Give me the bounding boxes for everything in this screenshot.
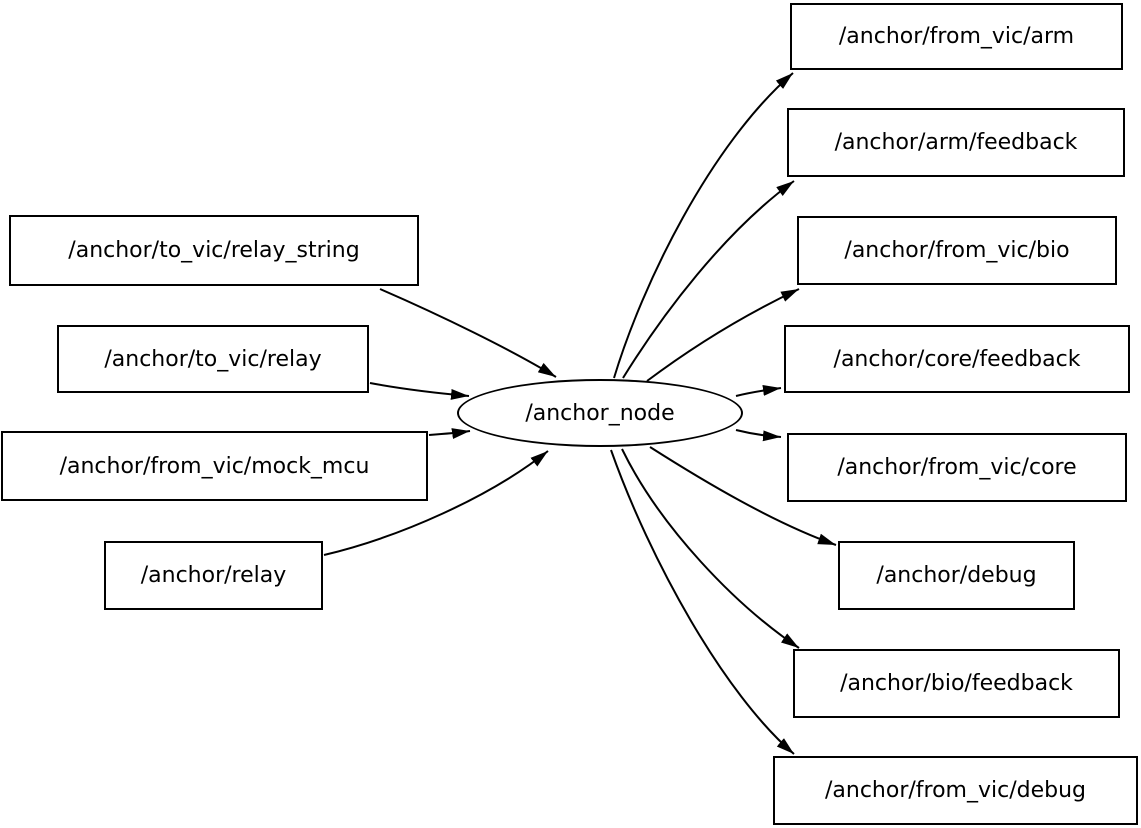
topic-anchor-core-feedback: /anchor/core/feedback bbox=[784, 325, 1130, 393]
edge-anchor-node-to-arm-feedback bbox=[622, 180, 795, 379]
edge-to-vic-relay-to-anchor-node bbox=[369, 382, 470, 400]
topic-label: /anchor/debug bbox=[876, 563, 1037, 588]
edge-anchor-node-to-from-vic-core bbox=[735, 429, 782, 442]
edge-relay-to-anchor-node bbox=[323, 450, 549, 556]
topic-label: /anchor/from_vic/arm bbox=[838, 24, 1075, 49]
topic-anchor-from-vic-mock-mcu: /anchor/from_vic/mock_mcu bbox=[1, 431, 428, 501]
node-anchor-node: /anchor_node bbox=[457, 379, 743, 447]
topic-anchor-from-vic-core: /anchor/from_vic/core bbox=[787, 433, 1127, 502]
topic-label: /anchor/from_vic/bio bbox=[844, 238, 1070, 263]
topic-label: /anchor/from_vic/mock_mcu bbox=[59, 453, 370, 479]
topic-anchor-to-vic-relay: /anchor/to_vic/relay bbox=[57, 325, 369, 393]
edge-anchor-node-to-from-vic-debug bbox=[610, 449, 795, 755]
topic-label: /anchor/to_vic/relay bbox=[104, 346, 322, 372]
topic-label: /anchor/to_vic/relay_string bbox=[68, 238, 360, 263]
edge-from-vic-mock-mcu-to-anchor-node bbox=[428, 428, 471, 439]
edge-anchor-node-to-bio-feedback bbox=[621, 448, 800, 649]
node-label: /anchor_node bbox=[525, 400, 675, 426]
edge-to-vic-relay-string-to-anchor-node bbox=[379, 288, 557, 378]
topic-anchor-from-vic-bio: /anchor/from_vic/bio bbox=[797, 216, 1117, 285]
topic-label: /anchor/arm/feedback bbox=[834, 130, 1078, 155]
topic-label: /anchor/bio/feedback bbox=[840, 671, 1073, 696]
edge-anchor-node-to-from-vic-bio bbox=[646, 288, 800, 382]
topic-anchor-debug: /anchor/debug bbox=[838, 541, 1075, 610]
edge-anchor-node-to-core-feedback bbox=[735, 384, 782, 397]
topic-label: /anchor/core/feedback bbox=[833, 346, 1081, 372]
topic-label: /anchor/relay bbox=[140, 563, 287, 588]
topic-anchor-arm-feedback: /anchor/arm/feedback bbox=[787, 108, 1125, 177]
topic-label: /anchor/from_vic/debug bbox=[824, 778, 1086, 803]
topic-anchor-bio-feedback: /anchor/bio/feedback bbox=[793, 649, 1120, 718]
topic-anchor-from-vic-debug: /anchor/from_vic/debug bbox=[773, 756, 1138, 825]
topic-anchor-relay: /anchor/relay bbox=[104, 541, 323, 610]
edge-anchor-node-to-debug bbox=[649, 446, 837, 546]
topic-anchor-from-vic-arm: /anchor/from_vic/arm bbox=[790, 3, 1123, 70]
topic-label: /anchor/from_vic/core bbox=[837, 455, 1077, 480]
topic-anchor-to-vic-relay-string: /anchor/to_vic/relay_string bbox=[9, 215, 419, 286]
edge-anchor-node-to-from-vic-arm bbox=[613, 72, 794, 379]
